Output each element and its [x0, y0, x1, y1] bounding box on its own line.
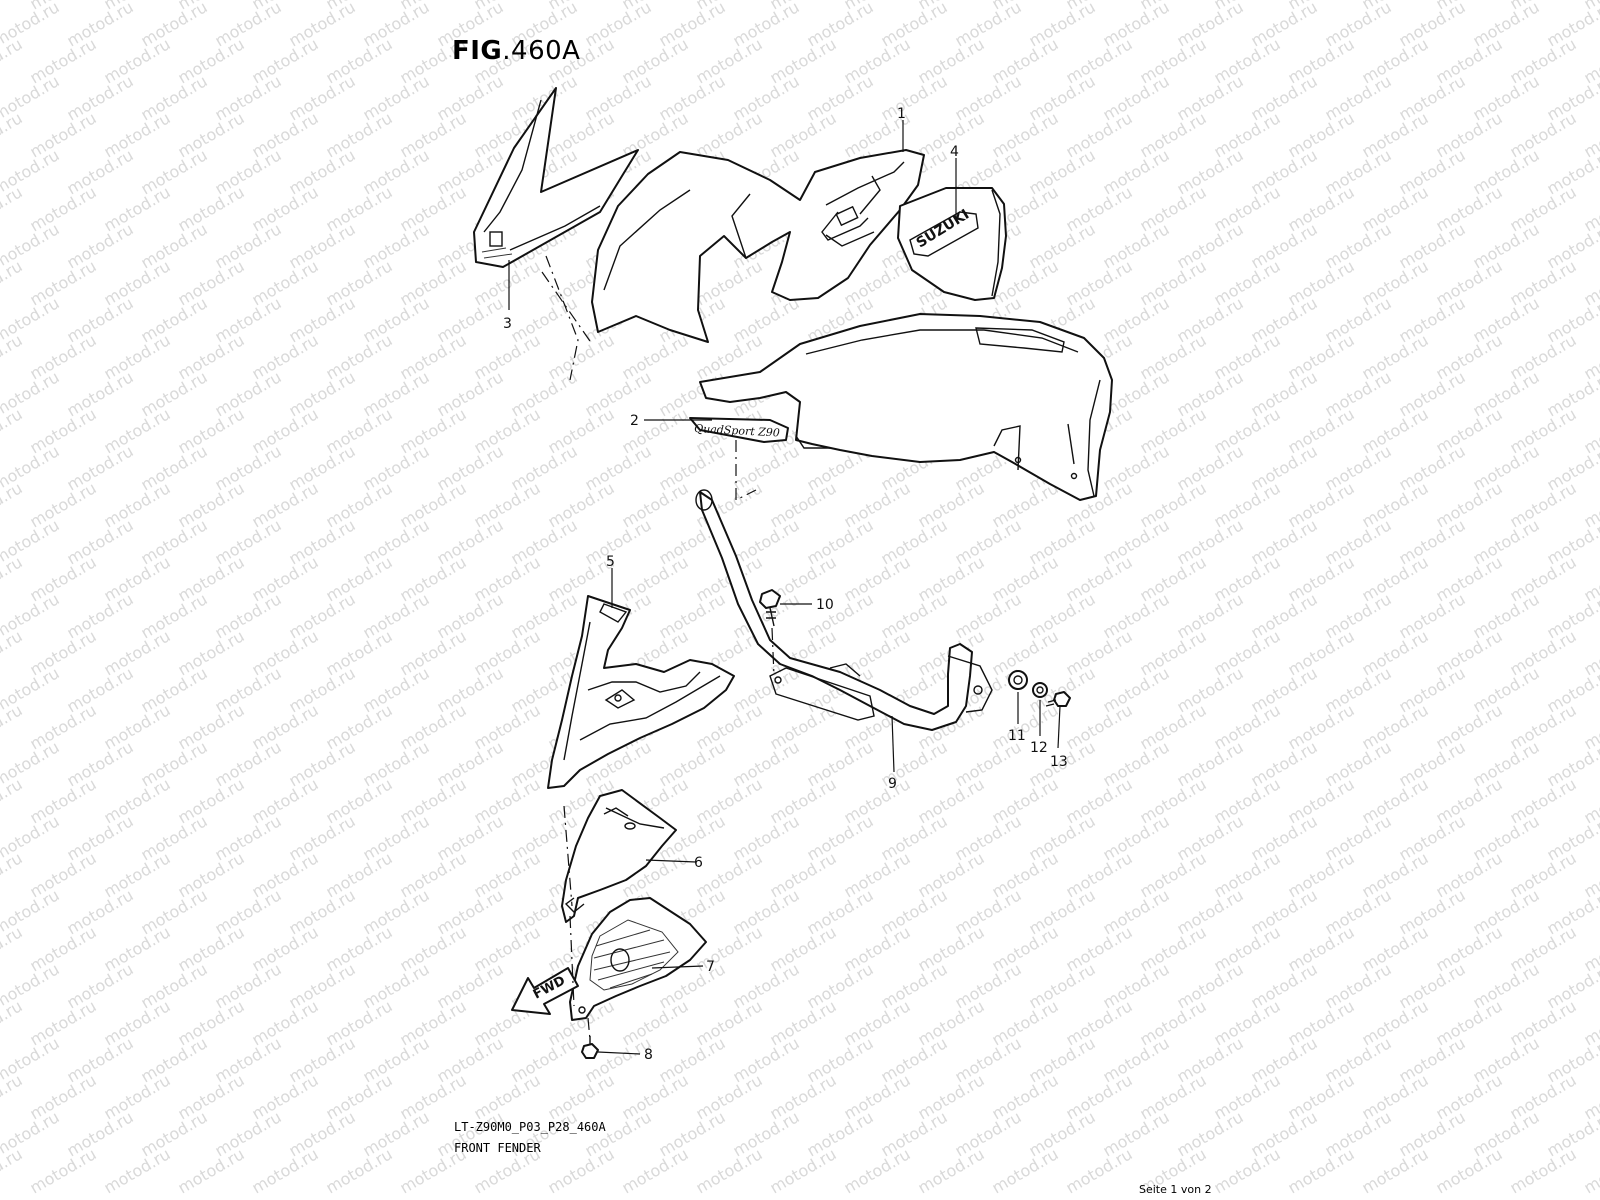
front-fender-shell[interactable] — [699, 313, 1113, 501]
part-9-fender-brace[interactable] — [695, 489, 993, 731]
callout-8: 8 — [644, 1047, 653, 1063]
part-12-washer[interactable] — [1032, 682, 1048, 698]
callout-10: 10 — [816, 597, 834, 613]
part-11-bushing[interactable] — [1008, 670, 1028, 690]
part-5-front-cover[interactable] — [547, 595, 735, 789]
callout-7: 7 — [706, 959, 715, 975]
part-1-upper-fender-panel[interactable] — [591, 149, 925, 343]
part-6-lower-guard[interactable] — [561, 789, 677, 923]
callout-9: 9 — [888, 776, 897, 792]
part-4-suzuki-side-decal[interactable]: SUZUKI — [897, 187, 1007, 301]
part-8-screw[interactable] — [581, 1036, 599, 1059]
callout-13: 13 — [1050, 754, 1068, 770]
callout-2: 2 — [630, 413, 639, 429]
diagram-code: LT-Z90M0_P03_P28_460A — [454, 1120, 606, 1134]
callout-6: 6 — [694, 855, 703, 871]
callout-1: 1 — [897, 106, 906, 122]
callout-12: 12 — [1030, 740, 1048, 756]
diagram-name: FRONT FENDER — [454, 1141, 541, 1155]
callout-3: 3 — [503, 316, 512, 332]
part-2-quadsport-decal[interactable]: QuadSport Z90 — [689, 417, 789, 443]
part-13-bolt[interactable] — [1045, 691, 1071, 707]
forward-direction-arrow: FWD — [511, 967, 579, 1015]
part-10-bolt[interactable] — [759, 589, 781, 627]
callout-4: 4 — [950, 144, 959, 160]
part-7-skid-plate[interactable] — [569, 897, 707, 1021]
callout-11: 11 — [1008, 728, 1026, 744]
page-indicator: Seite 1 von 2 — [1139, 1183, 1212, 1196]
callout-5: 5 — [606, 554, 615, 570]
